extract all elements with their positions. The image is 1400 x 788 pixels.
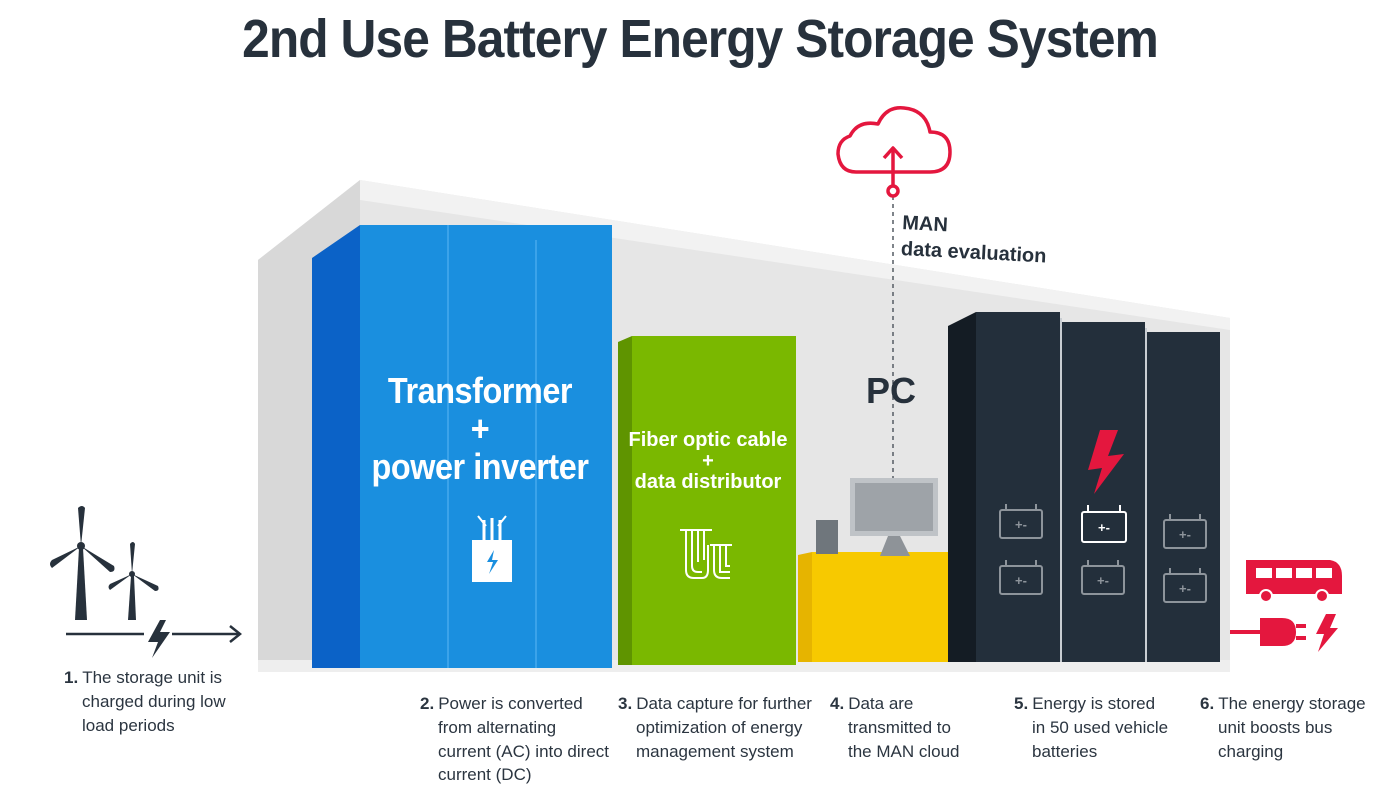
- transformer-cabinet: [312, 225, 612, 668]
- svg-text:+-: +-: [1015, 517, 1027, 532]
- fiber-label-line1: Fiber optic cable: [628, 429, 788, 451]
- step-5-line: Energy is stored: [1032, 694, 1156, 713]
- transformer-icon: [472, 515, 512, 582]
- step-1: 1.The storage unit is charged during low…: [64, 666, 226, 737]
- fiber-label: Fiber optic cable + data distributor: [618, 430, 798, 493]
- step-6-number: 6.: [1200, 694, 1215, 713]
- battery-cabinets: [948, 312, 1220, 662]
- wind-turbine-icon: [50, 506, 159, 620]
- step-5-number: 5.: [1014, 694, 1029, 713]
- lightning-icon: [1088, 430, 1124, 494]
- plug-icon: [1230, 614, 1338, 652]
- step-3-line: Data capture for further: [636, 694, 812, 713]
- step-2-number: 2.: [420, 694, 435, 713]
- pc-desk: [798, 552, 974, 662]
- step-4: 4.Data are transmitted to the MAN cloud: [830, 692, 960, 763]
- step-3-line: management system: [636, 741, 794, 761]
- battery-symbols: +- +- +- +- +- +-: [1015, 517, 1191, 596]
- battery-icon-group: [999, 504, 1207, 603]
- step-5: 5.Energy is stored in 50 used vehicle ba…: [1014, 692, 1168, 763]
- step-4-line: Data are: [848, 694, 914, 713]
- step-5-line: in 50 used vehicle: [1032, 717, 1169, 737]
- svg-text:+-: +-: [1098, 520, 1110, 535]
- step-6-line: charging: [1218, 741, 1284, 761]
- fiber-cable-icon: [680, 529, 732, 579]
- transformer-label-plus: +: [470, 407, 490, 449]
- step-4-number: 4.: [830, 694, 845, 713]
- arrow-right-icon: [66, 625, 243, 643]
- step-2-line: Power is converted: [438, 694, 583, 713]
- step-6: 6.The energy storage unit boosts bus cha…: [1200, 692, 1366, 763]
- transformer-label-line2: power inverter: [371, 445, 589, 487]
- step-3-line: optimization of energy: [636, 717, 803, 737]
- svg-text:+-: +-: [1097, 573, 1109, 588]
- svg-text:+-: +-: [1179, 527, 1191, 542]
- step-4-line: the MAN cloud: [848, 741, 960, 761]
- fiber-cabinet: [618, 336, 796, 665]
- step-1-line: The storage unit is: [82, 668, 223, 687]
- svg-text:+-: +-: [1179, 581, 1191, 596]
- step-2-line: current (AC) into direct: [438, 741, 609, 761]
- pc-label: PC: [866, 370, 917, 411]
- fiber-label-plus: +: [702, 450, 714, 472]
- svg-text:+-: +-: [1015, 573, 1027, 588]
- input-lightning-icon: [148, 620, 170, 658]
- fiber-label-line2: data distributor: [634, 471, 782, 493]
- step-2: 2.Power is converted from alternating cu…: [420, 692, 609, 787]
- step-2-line: current (DC): [438, 765, 532, 785]
- bus-icon: [1246, 560, 1342, 603]
- step-4-line: transmitted to: [848, 717, 951, 737]
- transformer-label-line1: Transformer: [387, 370, 573, 411]
- man-label: MAN data evaluation: [900, 210, 1048, 270]
- step-3: 3.Data capture for further optimization …: [618, 692, 812, 763]
- page-title: 2nd Use Battery Energy Storage System: [242, 9, 1159, 69]
- step-3-number: 3.: [618, 694, 633, 713]
- step-6-line: unit boosts bus: [1218, 717, 1333, 737]
- step-2-line: from alternating: [438, 717, 557, 737]
- step-1-line: charged during low: [82, 691, 226, 711]
- step-1-line: load periods: [82, 715, 175, 735]
- monitor-icon: [816, 478, 938, 556]
- step-5-line: batteries: [1032, 741, 1098, 761]
- transformer-label: Transformer + power inverter: [330, 372, 630, 485]
- step-6-line: The energy storage: [1218, 694, 1366, 713]
- cloud-upload-icon: [836, 106, 952, 198]
- step-1-number: 1.: [64, 668, 79, 687]
